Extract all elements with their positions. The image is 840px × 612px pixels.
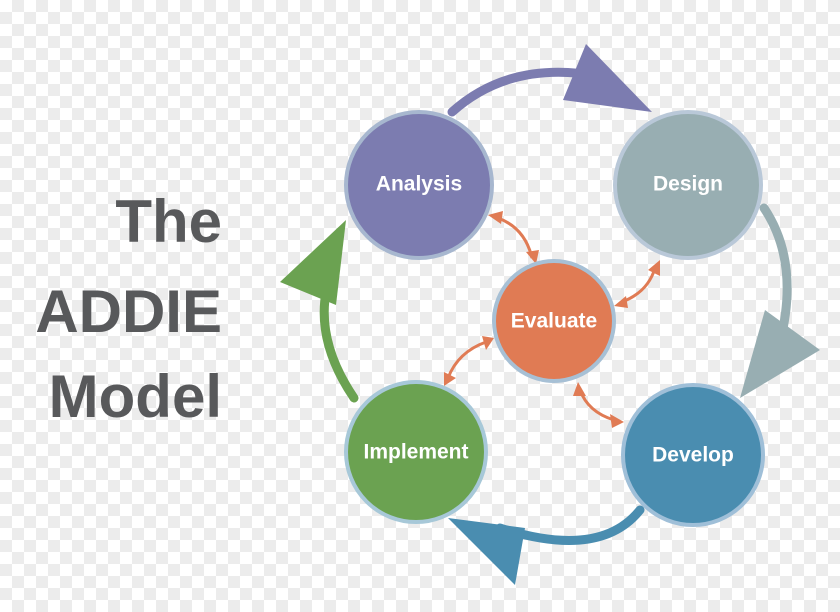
title-line-model: Model bbox=[48, 363, 222, 430]
node-evaluate: Evaluate bbox=[492, 259, 616, 383]
node-design: Design bbox=[613, 110, 763, 260]
node-analysis: Analysis bbox=[344, 110, 494, 260]
arrow-implement-to-analysis bbox=[280, 220, 359, 403]
title-line-addie: ADDIE bbox=[35, 278, 222, 345]
title-line-the: The bbox=[115, 188, 222, 255]
node-develop: Develop bbox=[621, 383, 765, 527]
node-label-analysis: Analysis bbox=[376, 173, 462, 196]
arrow-evaluate-implement bbox=[444, 336, 494, 386]
arrow-design-to-develop bbox=[740, 203, 820, 398]
arrow-evaluate-design bbox=[614, 260, 660, 308]
node-label-evaluate: Evaluate bbox=[511, 310, 597, 333]
arrow-develop-to-implement bbox=[448, 505, 645, 585]
node-label-implement: Implement bbox=[363, 441, 468, 464]
arrow-evaluate-analysis bbox=[488, 211, 539, 264]
arrow-evaluate-develop bbox=[573, 382, 624, 428]
node-label-design: Design bbox=[653, 173, 723, 196]
node-label-develop: Develop bbox=[652, 444, 734, 467]
arrow-analysis-to-design bbox=[447, 44, 652, 117]
node-implement: Implement bbox=[344, 380, 488, 524]
